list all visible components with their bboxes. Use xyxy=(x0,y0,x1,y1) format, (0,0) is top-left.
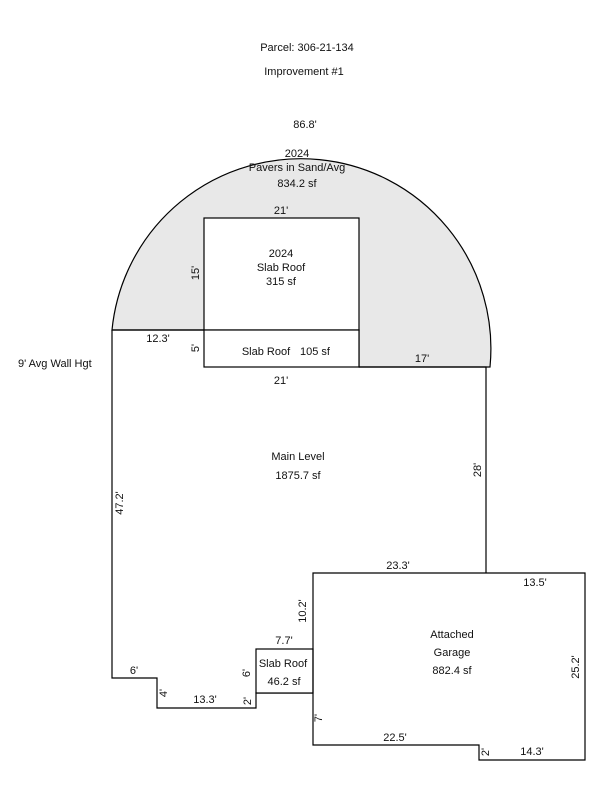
main-level-name: Main Level xyxy=(271,451,324,463)
dim-small-slab-top: 7.7' xyxy=(275,635,292,647)
dim-lower-slab-side: 5' xyxy=(190,344,202,352)
dim-bottom-step: 4' xyxy=(158,689,170,697)
small-slab-size: 46.2 sf xyxy=(267,676,301,688)
pavers-size: 834.2 sf xyxy=(277,178,317,190)
garage-name-2: Garage xyxy=(434,647,471,659)
garage-size: 882.4 sf xyxy=(432,665,472,677)
upper-slab-roof xyxy=(203,217,360,331)
dim-bottom-left: 6' xyxy=(130,665,138,677)
pavers-name: Pavers in Sand/Avg xyxy=(249,162,345,174)
dim-upper-slab-top: 21' xyxy=(274,205,288,217)
garage-outline xyxy=(312,572,586,761)
small-slab-name: Slab Roof xyxy=(259,658,308,670)
dim-garage-bottom: 22.5' xyxy=(383,732,407,744)
garage-name: Attached xyxy=(430,629,473,641)
pavers-year: 2024 xyxy=(285,148,309,160)
dim-main-top: 21' xyxy=(274,375,288,387)
dim-bottom-mid: 13.3' xyxy=(193,694,217,706)
upper-slab-size: 315 sf xyxy=(266,276,297,288)
dim-garage-left-upper: 10.2' xyxy=(297,599,309,623)
dim-left-ledge: 12.3' xyxy=(146,333,170,345)
dim-garage-top: 23.3' xyxy=(386,560,410,572)
dim-right-ledge: 17' xyxy=(415,353,429,365)
upper-slab-year: 2024 xyxy=(269,248,293,260)
dim-small-slab-bottom: 2' xyxy=(242,697,254,705)
lower-slab-size: 105 sf xyxy=(300,346,331,358)
lower-slab-roof xyxy=(203,329,360,368)
dim-arc: 86.8' xyxy=(293,119,317,131)
parcel-label: Parcel: 306-21-134 xyxy=(260,42,354,54)
dim-garage-right: 25.2' xyxy=(570,655,582,679)
dim-garage-left-lower: 7' xyxy=(313,714,325,722)
wall-height-label: 9' Avg Wall Hgt xyxy=(18,358,92,370)
dim-garage-notch: 2' xyxy=(480,748,492,756)
improvement-label: Improvement #1 xyxy=(264,66,343,78)
dim-main-left: 47.2' xyxy=(114,491,126,515)
lower-slab-name: Slab Roof xyxy=(242,346,291,358)
dim-garage-top-right: 13.5' xyxy=(523,577,547,589)
upper-slab-name: Slab Roof xyxy=(257,262,306,274)
dim-garage-bottom-right: 14.3' xyxy=(520,746,544,758)
dim-upper-slab-side: 15' xyxy=(190,266,202,280)
main-level-size: 1875.7 sf xyxy=(275,470,321,482)
dim-main-right: 28' xyxy=(472,463,484,477)
dim-small-slab-left: 6' xyxy=(241,669,253,677)
